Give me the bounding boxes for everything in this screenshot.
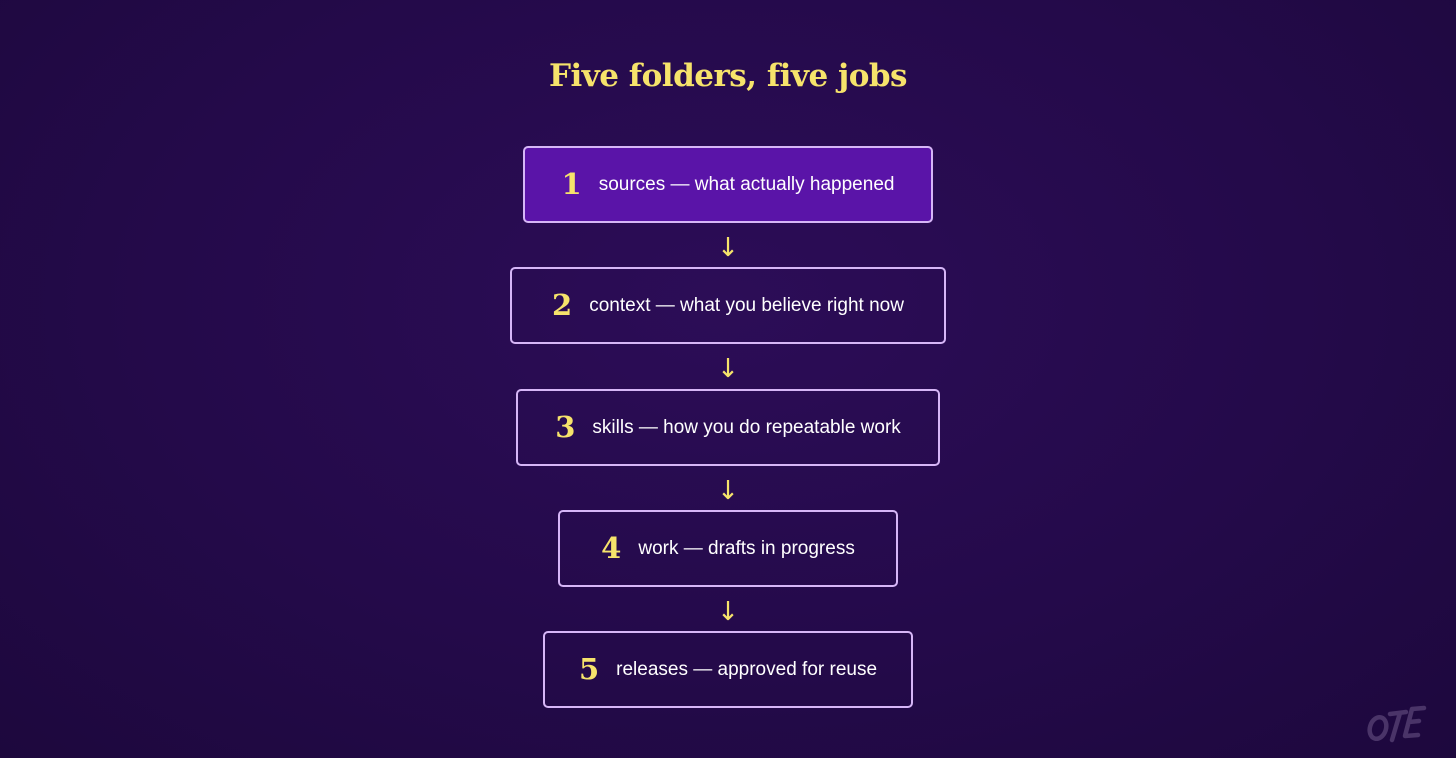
folder-step-work: 4 work — drafts in progress (558, 510, 898, 587)
step-label: sources — what actually happened (598, 173, 895, 195)
down-arrow-icon: ↓ (717, 597, 739, 627)
step-number: 3 (555, 410, 576, 444)
step-label: work — drafts in progress (638, 537, 855, 559)
step-label: context — what you believe right now (589, 294, 904, 316)
step-number: 4 (601, 531, 622, 565)
folder-step-sources: 1 sources — what actually happened (523, 146, 933, 223)
down-arrow-icon: ↓ (717, 233, 739, 263)
step-number: 1 (561, 167, 582, 201)
step-label: skills — how you do repeatable work (592, 416, 901, 438)
down-arrow-icon: ↓ (717, 476, 739, 506)
folder-step-skills: 3 skills — how you do repeatable work (516, 389, 940, 466)
step-label: releases — approved for reuse (616, 658, 878, 680)
folder-step-releases: 5 releases — approved for reuse (543, 631, 913, 708)
diagram-title: Five folders, five jobs (548, 58, 908, 94)
step-number: 5 (578, 652, 600, 686)
folder-step-context: 2 context — what you believe right now (510, 267, 946, 344)
step-number: 2 (552, 288, 573, 322)
down-arrow-icon: ↓ (717, 354, 739, 384)
ote-logo-icon (1367, 705, 1427, 743)
